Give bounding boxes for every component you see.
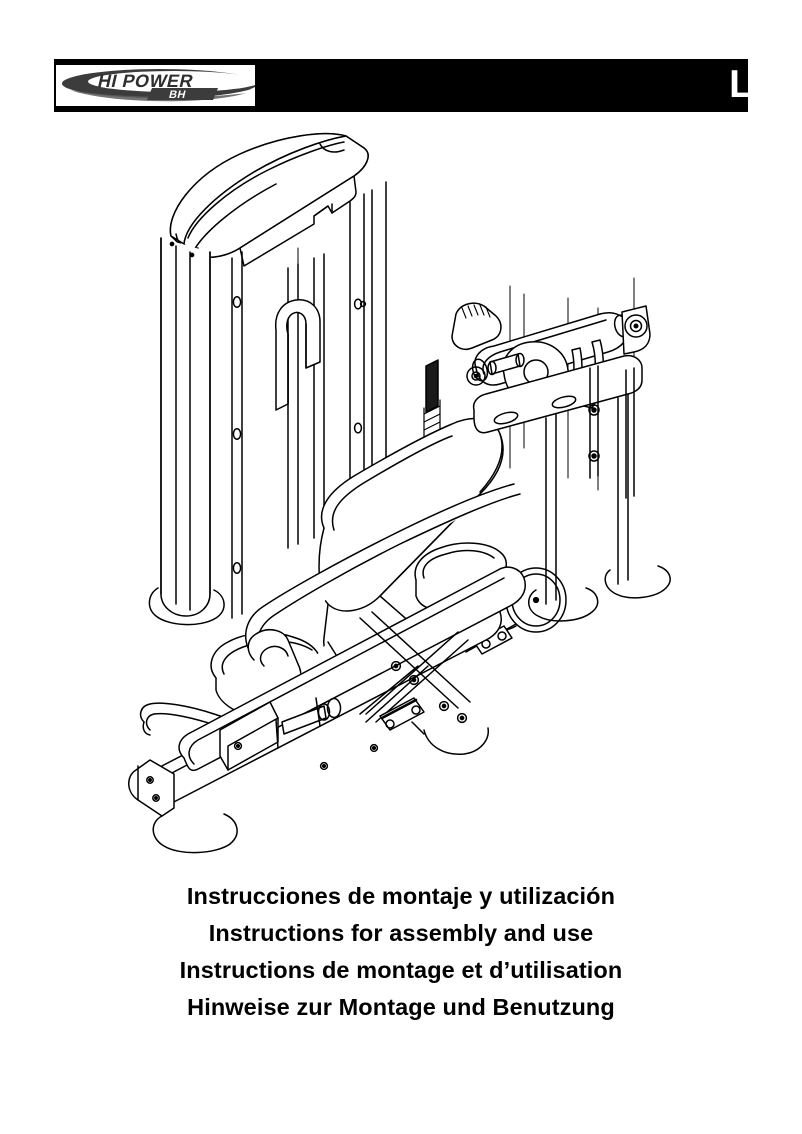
svg-text:HI POWER: HI POWER xyxy=(96,70,196,91)
banner-trailing-letter: L xyxy=(729,63,748,106)
svg-text:BH: BH xyxy=(168,89,188,101)
title-line-german: Hinweise zur Montage und Benutzung xyxy=(187,994,615,1020)
title-line-spanish: Instrucciones de montaje y utilización xyxy=(186,883,616,909)
title-line-english: Instructions for assembly and use xyxy=(208,920,594,946)
brand-logo: HI POWER BH xyxy=(56,65,255,106)
instructions-title-block: Instrucciones de montaje y utilización I… xyxy=(0,878,802,1026)
chest-press-machine-illustration xyxy=(128,118,676,884)
title-line-french: Instructions de montage et d’utilisation xyxy=(179,957,623,983)
header-banner: HI POWER BH L xyxy=(54,59,748,112)
